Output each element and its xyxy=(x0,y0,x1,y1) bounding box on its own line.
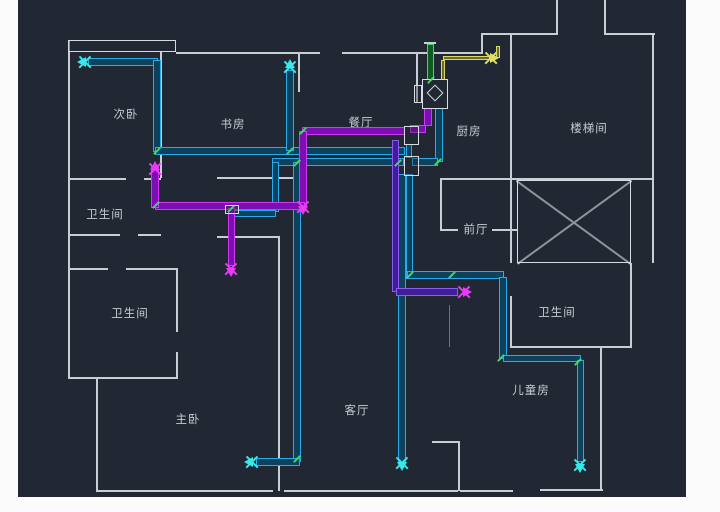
wall-segment xyxy=(630,263,632,347)
room-label: 卫生间 xyxy=(86,209,124,221)
duct-magenta xyxy=(299,131,307,206)
duct-cyan xyxy=(503,355,581,362)
wall-segment xyxy=(440,229,458,231)
duct-magenta xyxy=(228,208,235,266)
wall-segment xyxy=(600,347,602,491)
air-terminal-down xyxy=(572,457,588,473)
wall-segment xyxy=(481,33,557,35)
wall-segment xyxy=(510,33,512,263)
room-label: 卫生间 xyxy=(111,308,149,320)
wall-segment xyxy=(440,178,442,229)
duct-cyan xyxy=(153,60,161,152)
wall-box xyxy=(422,79,448,109)
wall-segment xyxy=(126,268,178,270)
wall-segment xyxy=(342,52,483,54)
air-terminal-left xyxy=(244,454,260,470)
wall-segment xyxy=(68,268,108,270)
duct-violet xyxy=(392,140,399,292)
duct-cyan xyxy=(286,70,294,151)
duct-cyan xyxy=(499,277,507,359)
wall-segment xyxy=(96,377,98,491)
air-terminal-down xyxy=(394,455,410,471)
wall-box xyxy=(414,85,422,103)
air-terminal-up xyxy=(147,161,163,177)
wall-box xyxy=(404,126,419,145)
wall-segment xyxy=(510,346,632,348)
air-terminal-up xyxy=(282,59,298,75)
room-label: 卫生间 xyxy=(538,307,576,319)
air-terminal-down xyxy=(223,261,239,277)
wall-segment xyxy=(432,441,460,443)
air-terminal-down xyxy=(295,199,311,215)
wall-box xyxy=(68,40,176,52)
wall-segment xyxy=(68,178,126,180)
room-label: 次卧 xyxy=(113,109,139,121)
wall-segment xyxy=(458,441,460,491)
wall-segment xyxy=(160,52,162,178)
wall-segment xyxy=(68,234,120,236)
wall-segment xyxy=(278,236,280,491)
air-terminal-right xyxy=(456,284,472,300)
wall-segment xyxy=(424,42,436,44)
wall-segment xyxy=(604,0,606,35)
wall-box xyxy=(517,180,631,263)
wall-segment xyxy=(176,352,178,379)
duct-cyan xyxy=(577,360,584,462)
wall-segment xyxy=(540,489,603,491)
wall-segment xyxy=(138,234,161,236)
wall-segment xyxy=(556,0,558,35)
duct-green xyxy=(427,44,434,80)
duct-cyan xyxy=(398,174,406,464)
duct-yellow xyxy=(441,60,445,80)
room-label: 餐厅 xyxy=(348,117,374,129)
duct-cyan xyxy=(435,108,443,162)
wall-segment xyxy=(176,52,320,54)
wall-segment xyxy=(510,296,512,348)
room-label: 主卧 xyxy=(175,414,201,426)
wall-segment xyxy=(440,178,653,180)
wall-segment xyxy=(68,40,70,379)
duct-cyan xyxy=(88,58,158,66)
wall-segment xyxy=(652,33,654,263)
duct-magenta xyxy=(302,127,405,135)
wall-segment xyxy=(460,490,513,492)
room-label: 楼梯间 xyxy=(570,123,608,135)
wall-segment xyxy=(176,268,178,332)
room-label: 前厅 xyxy=(463,224,489,236)
wall-segment xyxy=(492,229,517,231)
room-label: 书房 xyxy=(220,119,246,131)
wall-segment xyxy=(217,177,301,179)
wall-segment xyxy=(96,490,273,492)
wall-segment xyxy=(284,490,458,492)
wall-segment xyxy=(606,33,655,35)
wall-segment xyxy=(217,236,279,238)
duct-cyan xyxy=(155,147,405,155)
room-label: 客厅 xyxy=(344,405,370,417)
wall-segment xyxy=(68,377,178,379)
wall-segment xyxy=(416,54,418,102)
wall-box xyxy=(404,156,419,176)
duct-magenta xyxy=(424,108,432,126)
wall-segment xyxy=(298,52,300,92)
wall-segment xyxy=(449,305,450,347)
room-label: 儿童房 xyxy=(512,385,550,397)
room-label: 厨房 xyxy=(456,126,482,138)
air-terminal-left xyxy=(77,54,93,70)
cad-canvas xyxy=(18,0,686,497)
duct-violet xyxy=(396,288,458,296)
air-terminal-right xyxy=(483,50,499,66)
wall-segment xyxy=(481,33,483,54)
duct-cyan xyxy=(406,174,413,279)
